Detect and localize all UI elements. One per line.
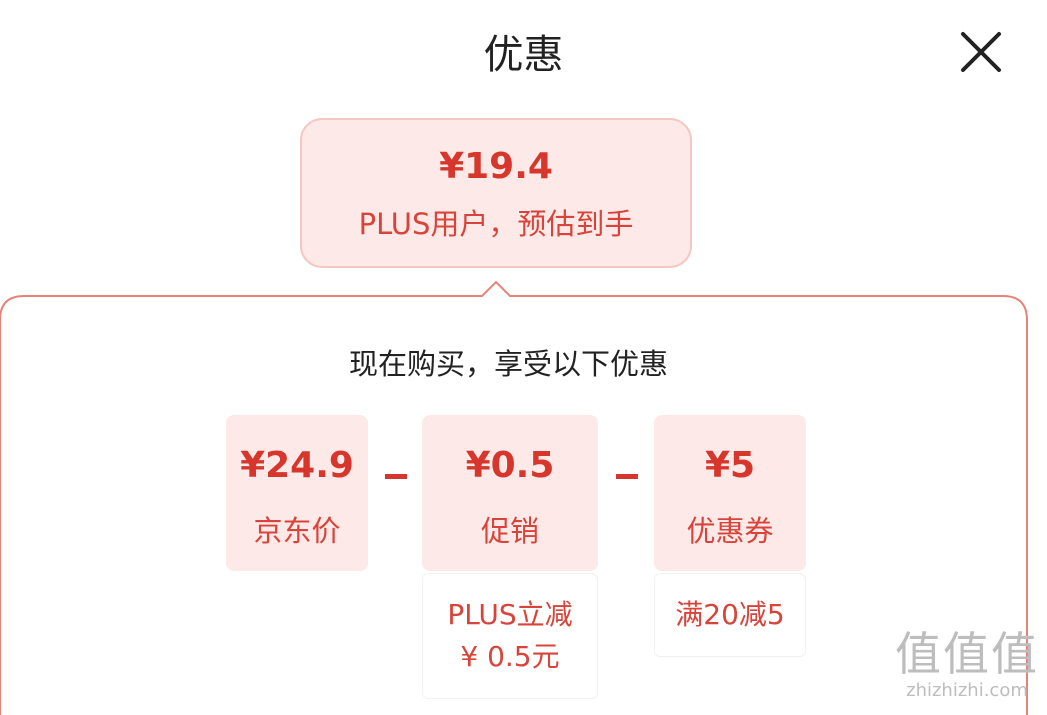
- jd-price-amount: ¥24.9: [240, 445, 354, 486]
- discount-subtitle: 现在购买，享受以下优惠: [348, 347, 668, 381]
- watermark-logo: 值值值: [895, 627, 1039, 681]
- jd-price-tile: ¥24.9 京东价: [226, 415, 368, 571]
- estimated-price-note: PLUS用户，预估到手: [358, 207, 634, 241]
- coupon-tile: ¥5 优惠券: [654, 415, 806, 571]
- page-title: 优惠: [483, 32, 564, 78]
- coupon-label: 优惠券: [686, 514, 774, 548]
- promotion-amount: ¥0.5: [465, 445, 555, 486]
- close-icon: [961, 32, 1001, 72]
- coupon-detail-line: 满20减5: [675, 598, 785, 631]
- watermark-site: zhizhizhi.com: [906, 680, 1028, 701]
- promotion-label: 促销: [480, 514, 539, 548]
- jd-price-label: 京东价: [253, 514, 341, 548]
- watermark: 值值值 zhizhizhi.com: [892, 628, 1042, 701]
- minus-operator: [385, 474, 407, 479]
- estimated-price-bubble: ¥19.4 PLUS用户，预估到手: [300, 118, 692, 268]
- promotion-detail: PLUS立减 ¥ 0.5元: [422, 573, 598, 699]
- coupon-detail: 满20减5: [654, 573, 806, 657]
- promotion-detail-line: PLUS立减: [447, 598, 573, 631]
- coupon-amount: ¥5: [704, 445, 756, 486]
- close-button[interactable]: [955, 26, 1007, 78]
- minus-operator: [616, 474, 638, 479]
- promotion-detail-line: ¥ 0.5元: [460, 640, 560, 673]
- estimated-price: ¥19.4: [439, 146, 553, 187]
- promotion-tile: ¥0.5 促销: [422, 415, 598, 571]
